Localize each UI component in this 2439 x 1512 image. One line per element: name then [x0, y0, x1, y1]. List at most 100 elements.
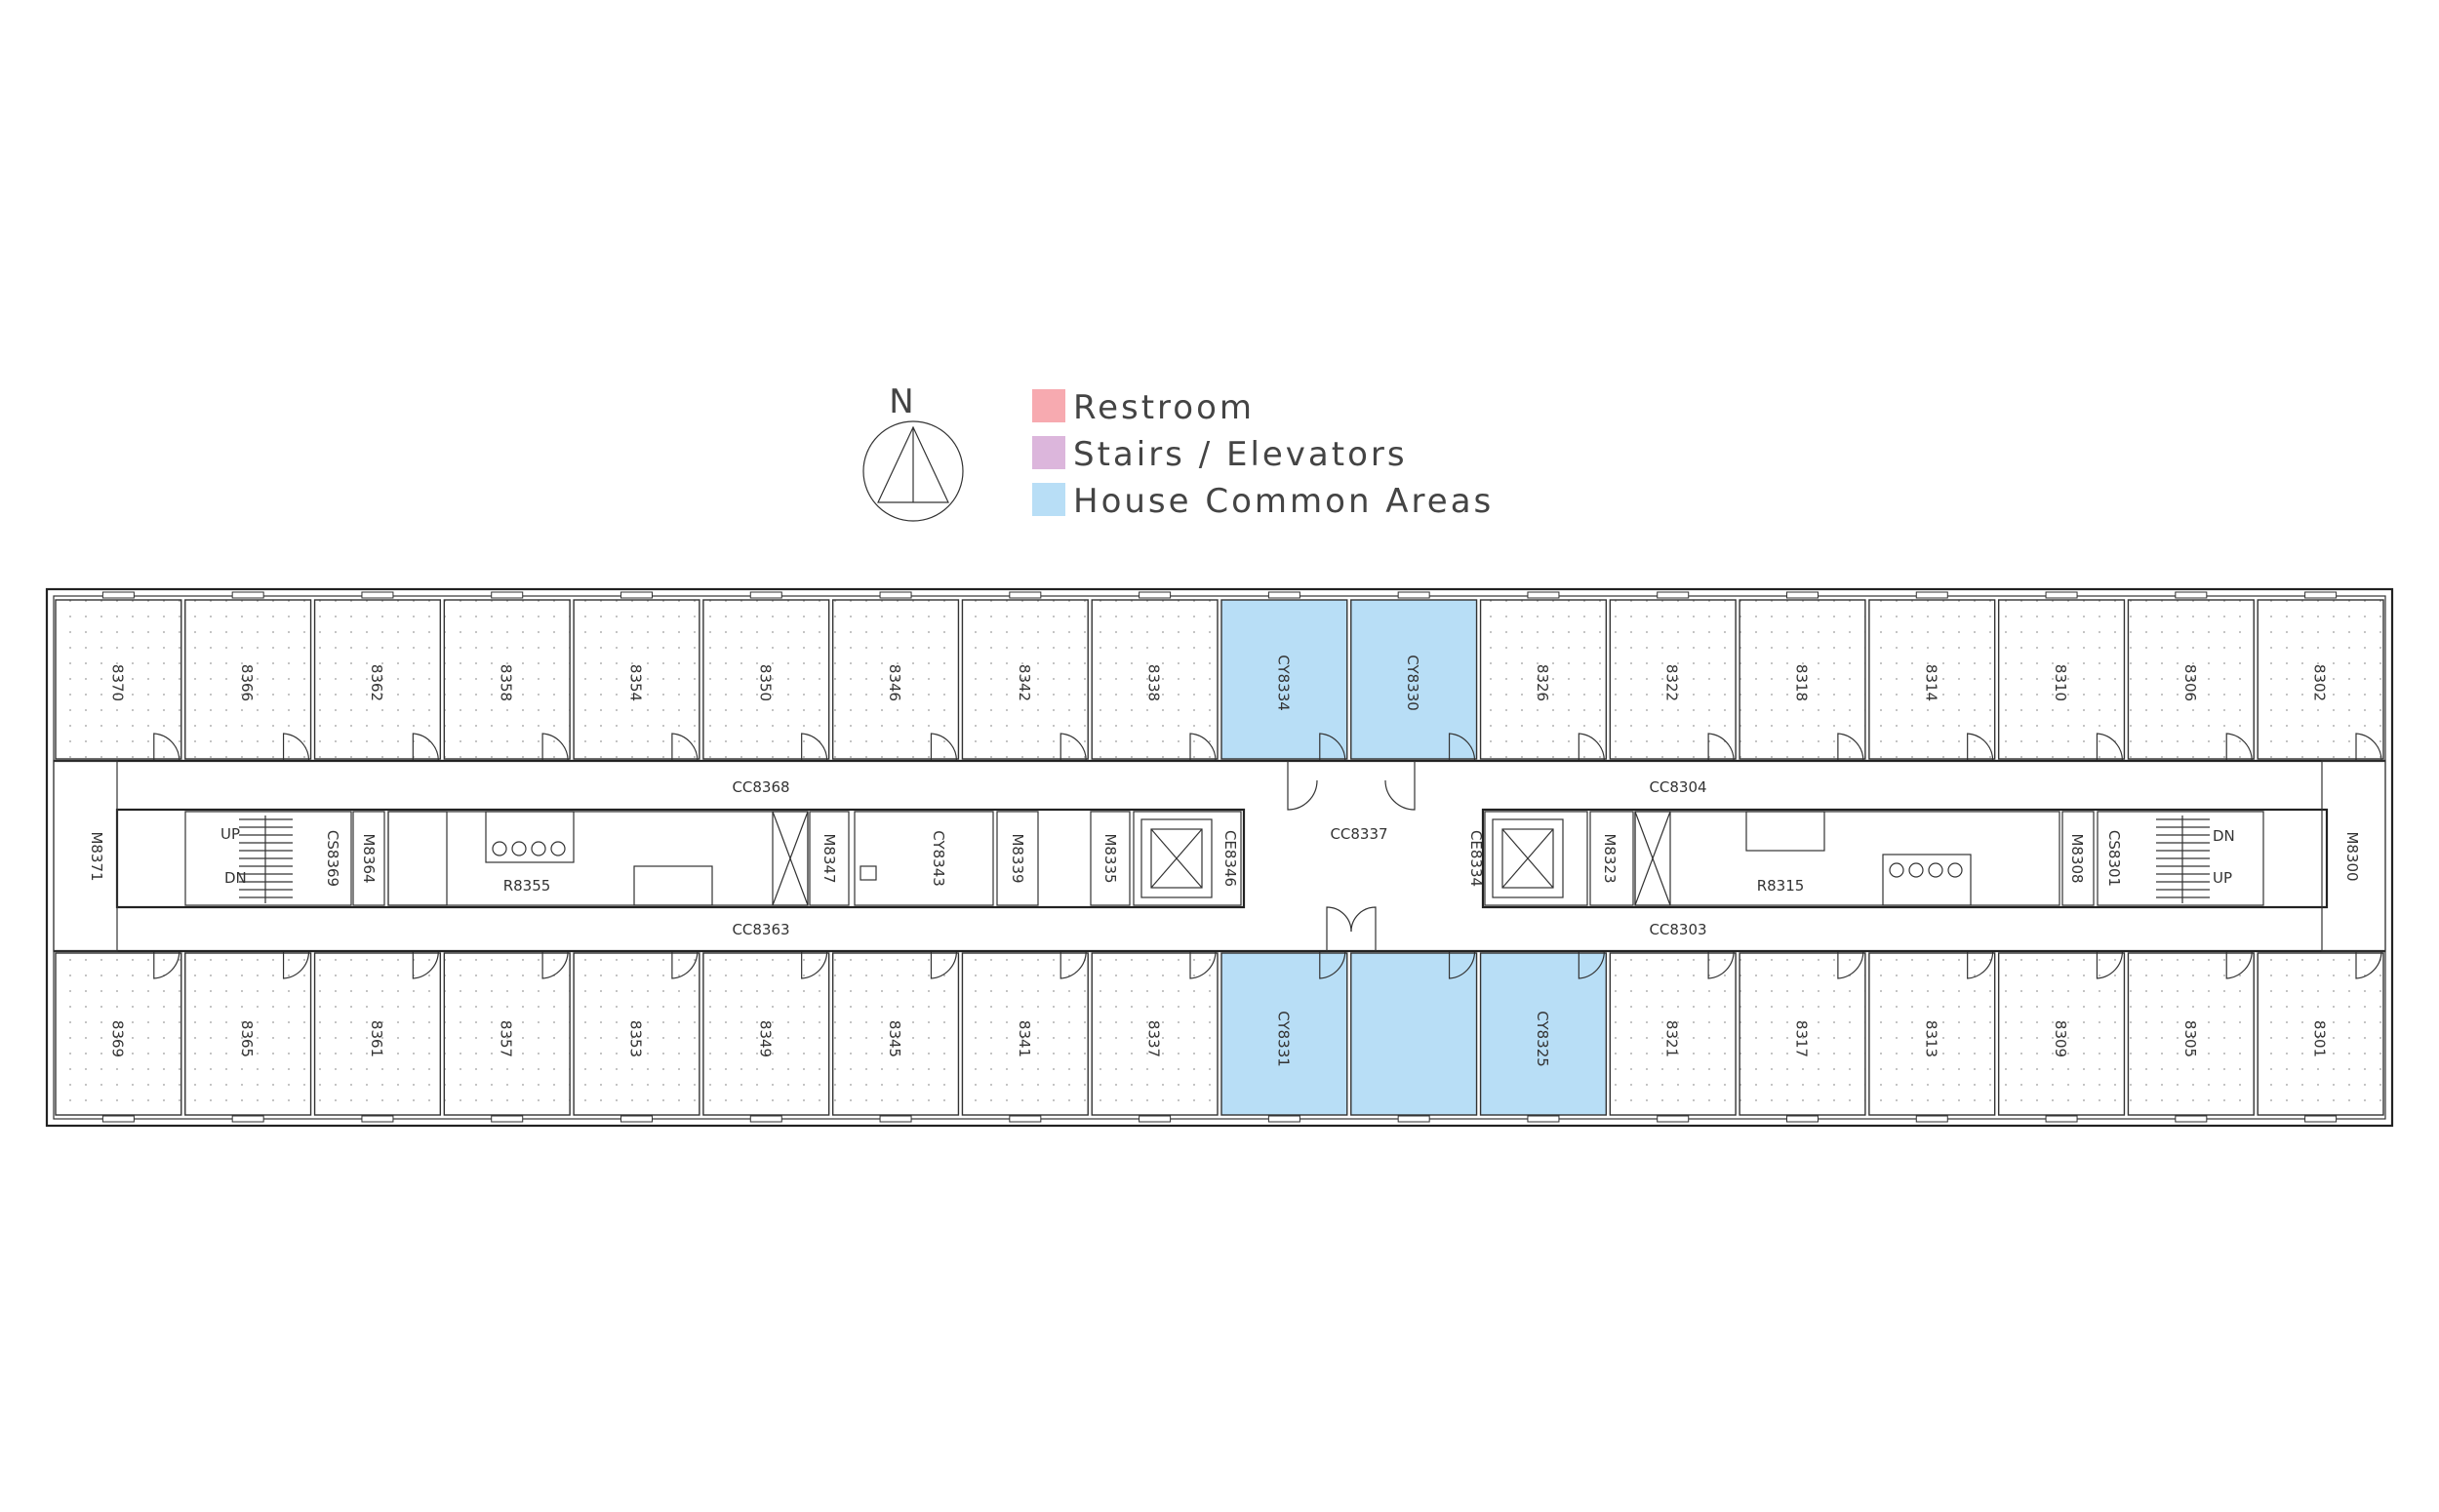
stairs-west [184, 811, 352, 906]
legend-swatch-common [1032, 483, 1065, 516]
compass-circle-icon [862, 420, 964, 522]
room-label: 8358 [498, 664, 515, 701]
label-m8339: M8339 [1009, 833, 1026, 883]
room-8350: 8350 [702, 591, 830, 762]
room-8366: 8366 [184, 591, 312, 762]
central-doors-icon [1287, 761, 1416, 951]
room-label: 8309 [2052, 1020, 2069, 1057]
label-m8308: M8308 [2068, 833, 2086, 883]
room-label: 8366 [238, 664, 256, 701]
label-cc8363: CC8363 [732, 921, 789, 938]
room-label: 8326 [1534, 664, 1551, 701]
legend-label-common: House Common Areas [1073, 482, 1494, 521]
room-8341: 8341 [961, 950, 1089, 1123]
label-ce8346: CE8346 [1221, 830, 1239, 887]
room-8338: 8338 [1091, 591, 1219, 762]
room-8345: 8345 [831, 950, 960, 1123]
label-cy8343: CY8343 [930, 830, 947, 887]
label-cc8304: CC8304 [1649, 778, 1706, 796]
room-8326: 8326 [1479, 591, 1608, 762]
room-8342: 8342 [961, 591, 1089, 762]
core-labels: M8371 M8300 CS8369 M8364 R8355 M8347 CY8… [88, 778, 2361, 938]
stair-up-mark-east: UP [2213, 869, 2232, 887]
room-label: CY8334 [1274, 655, 1292, 711]
room-label: 8306 [2181, 664, 2199, 701]
room-label: 8302 [2311, 664, 2329, 701]
room-8318: 8318 [1739, 591, 1866, 762]
north-arrow: N [862, 382, 964, 522]
label-m8347: M8347 [820, 833, 838, 883]
room-label: 8361 [368, 1020, 385, 1057]
room-CY8325: CY8325 [1479, 950, 1608, 1123]
room-label: 8341 [1016, 1020, 1033, 1057]
room-8313: 8313 [1868, 950, 1996, 1123]
room-8354: 8354 [573, 591, 700, 762]
room-merged [1350, 950, 1478, 1123]
room-8322: 8322 [1609, 591, 1737, 762]
building-outer-wall [45, 587, 2394, 1128]
room-CY8330: CY8330 [1350, 591, 1478, 762]
room-8358: 8358 [443, 591, 571, 762]
elevator-west-icon [1140, 818, 1213, 898]
room-8309: 8309 [1997, 950, 2126, 1123]
room-label: 8305 [2181, 1020, 2199, 1057]
sinks-west-icon [485, 811, 575, 863]
legend-swatch-stairs [1032, 436, 1065, 469]
label-cc8337: CC8337 [1330, 825, 1387, 843]
room-label: 8362 [368, 664, 385, 701]
room-8317: 8317 [1739, 950, 1866, 1123]
stairs-east [2097, 811, 2264, 906]
room-label: 8354 [627, 664, 645, 701]
label-ce8334: CE8334 [1467, 830, 1485, 887]
room-8361: 8361 [313, 950, 442, 1123]
label-m8323: M8323 [1601, 833, 1619, 883]
room-label: 8301 [2311, 1020, 2329, 1057]
label-r8315: R8315 [1757, 877, 1805, 895]
room-8310: 8310 [1997, 591, 2126, 762]
legend-swatch-restroom [1032, 389, 1065, 422]
room-label: CY8331 [1274, 1011, 1292, 1067]
label-cc8368: CC8368 [732, 778, 789, 796]
north-label: N [889, 382, 913, 421]
room-label: CY8325 [1534, 1011, 1551, 1067]
core-west: UP DN [53, 760, 1246, 952]
room-8365: 8365 [184, 950, 312, 1123]
room-label: 8365 [238, 1020, 256, 1057]
room-8357: 8357 [443, 950, 571, 1123]
room-8314: 8314 [1868, 591, 1996, 762]
elevator-east-icon [1492, 818, 1564, 898]
stair-treads-east-icon [2156, 816, 2210, 903]
room-label: 8357 [498, 1020, 515, 1057]
room-label: 8322 [1663, 664, 1681, 701]
room-8301: 8301 [2257, 950, 2384, 1123]
room-label: 8310 [2052, 664, 2069, 701]
room-8369: 8369 [55, 950, 182, 1123]
room-8302: 8302 [2257, 591, 2384, 762]
legend-label-restroom: Restroom [1073, 388, 1255, 427]
room-label: 8349 [756, 1020, 774, 1057]
label-m8364: M8364 [360, 833, 378, 883]
room-label: 8321 [1663, 1020, 1681, 1057]
restroom-west [387, 811, 809, 906]
room-label: 8314 [1922, 664, 1939, 701]
room-8346: 8346 [831, 591, 960, 762]
legend-label-stairs: Stairs / Elevators [1073, 435, 1408, 474]
room-label: 8313 [1922, 1020, 1939, 1057]
core-east: DN UP [1481, 760, 2386, 952]
room-8305: 8305 [2127, 950, 2255, 1123]
stair-down-mark-east: DN [2213, 827, 2235, 845]
room-label: 8370 [108, 664, 126, 701]
label-m8371: M8371 [88, 831, 105, 881]
room-8337: 8337 [1091, 950, 1219, 1123]
stair-up-mark-west: UP [220, 825, 240, 843]
room-8321: 8321 [1609, 950, 1737, 1123]
label-r8355: R8355 [503, 877, 551, 895]
room-8349: 8349 [702, 950, 830, 1123]
room-label: 8353 [627, 1020, 645, 1057]
room-label: 8345 [886, 1020, 903, 1057]
room-label: 8338 [1145, 664, 1163, 701]
label-m8300: M8300 [2343, 831, 2361, 881]
room-label: 8317 [1793, 1020, 1811, 1057]
restroom-east [1634, 811, 2060, 906]
